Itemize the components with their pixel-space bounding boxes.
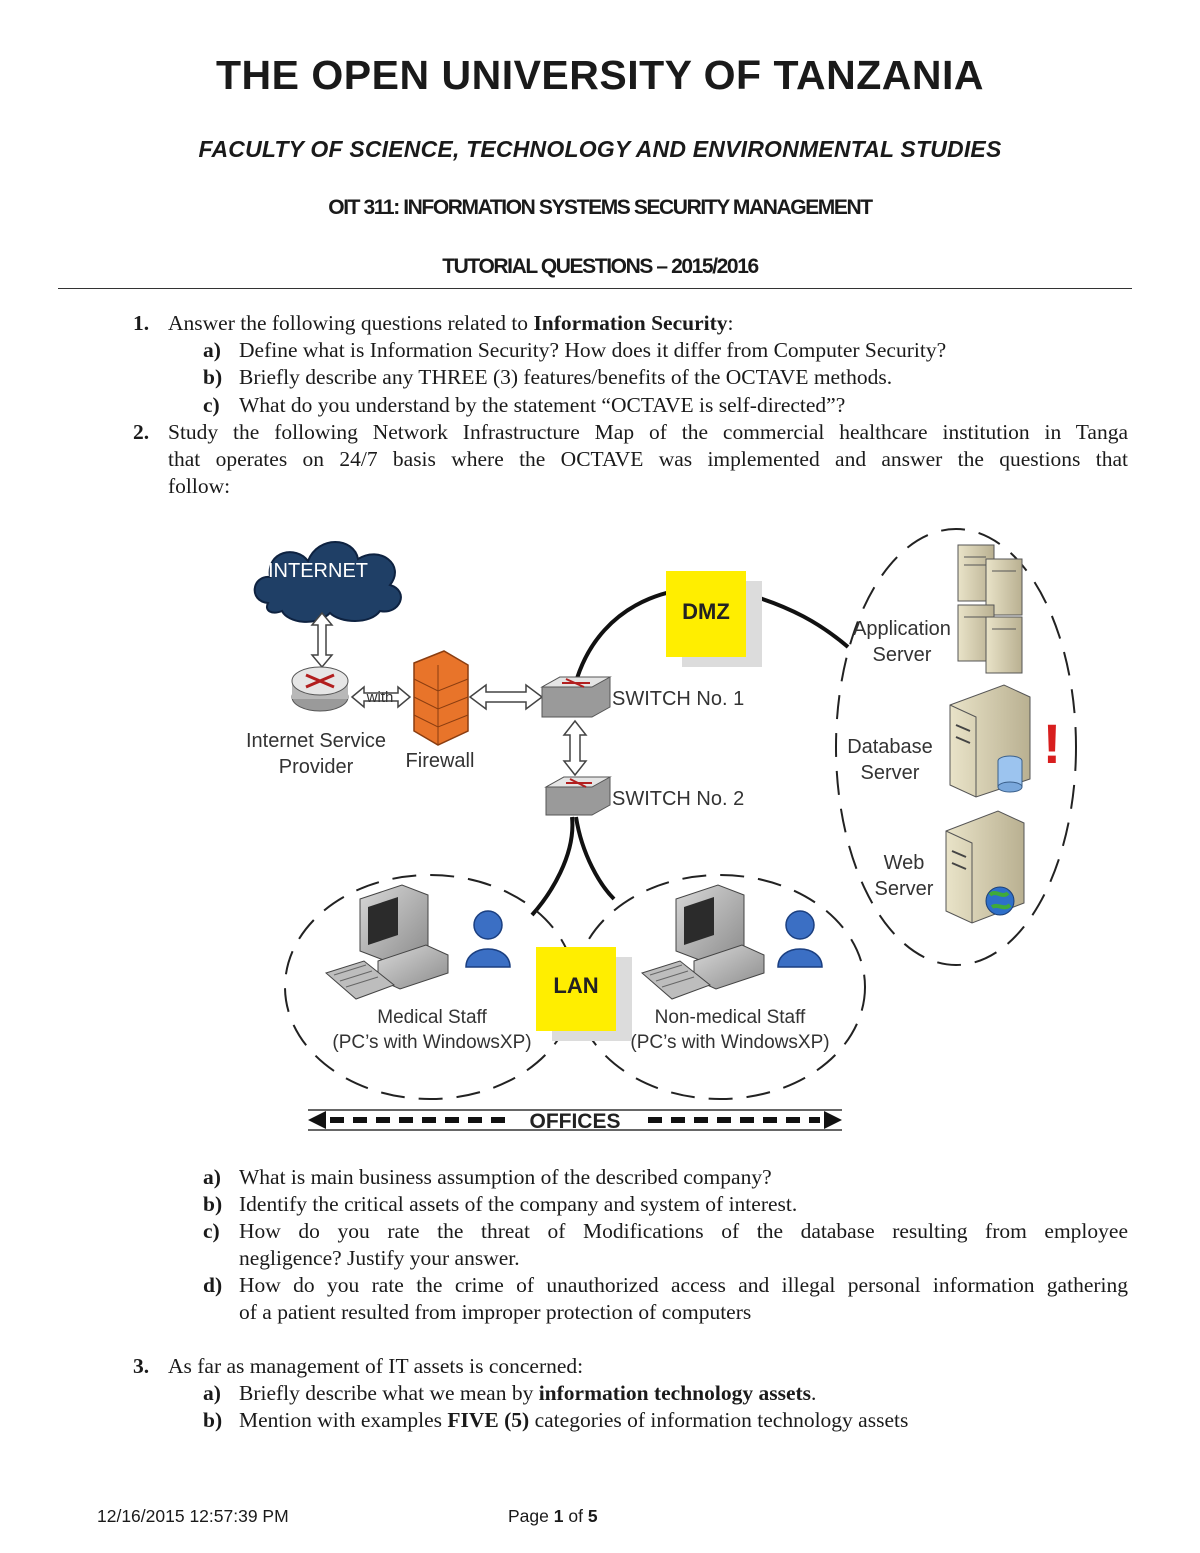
document-title: THE OPEN UNIVERSITY OF TANZANIA	[216, 52, 984, 98]
firewall-label: Firewall	[406, 750, 475, 772]
cloud-router-arrow-icon	[310, 611, 334, 669]
isp-firewall-arrow-icon: with	[350, 685, 412, 709]
application-server-label-line-1: Application	[853, 618, 951, 640]
tutorial-heading: TUTORIAL QUESTIONS – 2015/2016	[442, 255, 759, 278]
web-server-icon	[945, 810, 1025, 924]
offices-span-arrow: OFFICES	[308, 1109, 842, 1133]
lan-label-box: LAN	[536, 947, 632, 1041]
question-2c-line-1: How do you rate the threat of Modificati…	[239, 1219, 1128, 1243]
question-2-number: 2.	[133, 420, 150, 444]
question-2d-line-2: of a patient resulted from improper prot…	[239, 1300, 752, 1324]
medical-staff-label-line-1: Medical Staff	[377, 1007, 487, 1028]
svg-text:LAN: LAN	[553, 973, 598, 998]
course-title: OIT 311: INFORMATION SYSTEMS SECURITY MA…	[328, 196, 873, 219]
application-server-icon	[957, 544, 1023, 674]
with-label: with	[366, 689, 394, 706]
switch-2-label: SWITCH No. 2	[612, 788, 744, 810]
firewall-switch-arrow-icon	[468, 683, 544, 711]
non-medical-staff-zone-outline	[574, 874, 866, 1100]
database-server-label-line-2: Server	[861, 762, 920, 784]
firewall-icon	[413, 650, 469, 746]
router-icon	[291, 666, 349, 712]
question-2c-line-2: negligence? Justify your answer.	[239, 1246, 520, 1270]
medical-staff-person-icon	[465, 910, 511, 968]
network-infrastructure-diagram: INTERNET with Internet Service Provider …	[246, 528, 1077, 1133]
question-2-line-3: follow:	[168, 474, 231, 498]
question-2d-label: d)	[203, 1273, 223, 1297]
dmz-label-box: DMZ	[666, 571, 762, 667]
internet-cloud-icon: INTERNET	[253, 541, 402, 623]
alert-icon: !	[1043, 712, 1062, 775]
question-2a-text: What is main business assumption of the …	[239, 1165, 772, 1189]
switch-1-label: SWITCH No. 1	[612, 688, 744, 710]
faculty-name: FACULTY OF SCIENCE, TECHNOLOGY AND ENVIR…	[198, 136, 1002, 162]
print-timestamp: 12/16/2015 12:57:39 PM	[97, 1506, 289, 1526]
header-divider	[58, 288, 1132, 289]
non-medical-staff-label-line-2: (PC’s with WindowsXP)	[630, 1032, 829, 1053]
question-3a-text: Briefly describe what we mean by informa…	[239, 1381, 817, 1405]
lan-link-line-left	[530, 816, 575, 917]
application-server-label-line-2: Server	[873, 644, 932, 666]
switch-link-arrow-icon	[562, 719, 588, 777]
non-medical-staff-pc-icon	[640, 884, 765, 1000]
question-2c-label: c)	[203, 1219, 220, 1243]
question-1a-label: a)	[203, 338, 221, 362]
web-server-label-line-1: Web	[884, 852, 925, 874]
database-server-icon	[949, 684, 1031, 798]
switch-1-icon	[540, 676, 612, 718]
server-zone-outline	[835, 528, 1077, 966]
non-medical-staff-label-line-1: Non-medical Staff	[655, 1007, 806, 1028]
question-3-number: 3.	[133, 1354, 150, 1378]
question-1-intro: Answer the following questions related t…	[168, 311, 734, 335]
offices-label: OFFICES	[529, 1110, 620, 1133]
question-1a-text: Define what is Information Security? How…	[239, 338, 947, 362]
medical-staff-label-line-2: (PC’s with WindowsXP)	[332, 1032, 531, 1053]
isp-label-line-1: Internet Service	[246, 730, 386, 752]
question-1c-text: What do you understand by the statement …	[239, 393, 846, 417]
internet-label: INTERNET	[268, 560, 368, 582]
switch-2-icon	[544, 776, 612, 816]
question-2b-text: Identify the critical assets of the comp…	[239, 1192, 798, 1216]
page-number: Page 1 of 5	[508, 1506, 598, 1526]
question-2-line-2: that operates on 24/7 basis where the OC…	[168, 447, 1128, 471]
web-server-label-line-2: Server	[875, 878, 934, 900]
question-1b-text: Briefly describe any THREE (3) features/…	[239, 365, 893, 389]
isp-label-line-2: Provider	[279, 756, 354, 778]
question-2a-label: a)	[203, 1165, 221, 1189]
svg-text:DMZ: DMZ	[682, 599, 730, 624]
lan-link-line-right	[574, 816, 616, 901]
question-2-line-1: Study the following Network Infrastructu…	[168, 420, 1128, 444]
question-3b-text: Mention with examples FIVE (5) categorie…	[239, 1408, 909, 1432]
question-1b-label: b)	[203, 365, 223, 389]
database-server-label-line-1: Database	[847, 736, 933, 758]
question-1-number: 1.	[133, 311, 150, 335]
question-3b-label: b)	[203, 1408, 223, 1432]
question-2b-label: b)	[203, 1192, 223, 1216]
medical-staff-zone-outline	[284, 874, 576, 1100]
non-medical-staff-person-icon	[777, 910, 823, 968]
question-3-intro: As far as management of IT assets is con…	[168, 1354, 584, 1378]
question-1c-label: c)	[203, 393, 220, 417]
medical-staff-pc-icon	[324, 884, 449, 1000]
question-3a-label: a)	[203, 1381, 221, 1405]
question-2d-line-1: How do you rate the crime of unauthorize…	[239, 1273, 1128, 1297]
